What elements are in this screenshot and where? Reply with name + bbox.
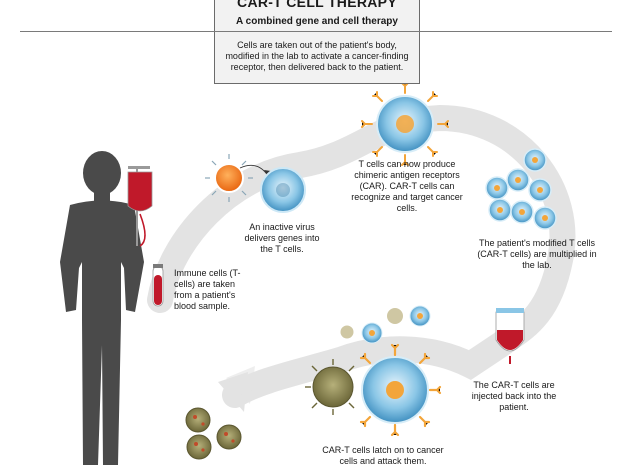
car-tcell-icon — [361, 82, 449, 166]
process-arrow — [147, 104, 576, 408]
small-tcells-group — [339, 305, 431, 344]
iv-bag — [127, 166, 153, 247]
caption-virus: An inactive virus delivers genes into th… — [244, 222, 320, 254]
caption-inject: The CAR-T cells are injected back into t… — [471, 380, 557, 412]
page-subtitle: A combined gene and cell therapy — [236, 16, 398, 27]
attacking-car-tcell — [359, 343, 442, 437]
cancer-cell-target — [305, 359, 355, 415]
header-divider — [20, 31, 612, 32]
virus-icon — [205, 154, 271, 202]
caption-blood-sample: Immune cells (T-cells) are taken from a … — [174, 268, 241, 311]
caption-attack: CAR-T cells latch on to cancer cells and… — [322, 445, 444, 466]
caption-multiply: The patient's modified T cells (CAR-T ce… — [477, 238, 597, 270]
process-arrowhead-tail — [226, 366, 255, 404]
injection-bag — [495, 308, 525, 364]
caption-car: T cells can now produce chimeric antigen… — [351, 159, 463, 213]
tcell-icon — [260, 167, 306, 213]
intro-text: Cells are taken out of the patient's bod… — [225, 40, 409, 72]
intro-box — [214, 0, 420, 84]
page-title: CAR-T CELL THERAPY — [237, 0, 397, 10]
multiplied-cells-cluster — [485, 148, 557, 230]
destroyed-cancer-cells — [185, 407, 242, 460]
blood-sample-tube — [152, 264, 164, 307]
patient-silhouette — [60, 151, 144, 465]
